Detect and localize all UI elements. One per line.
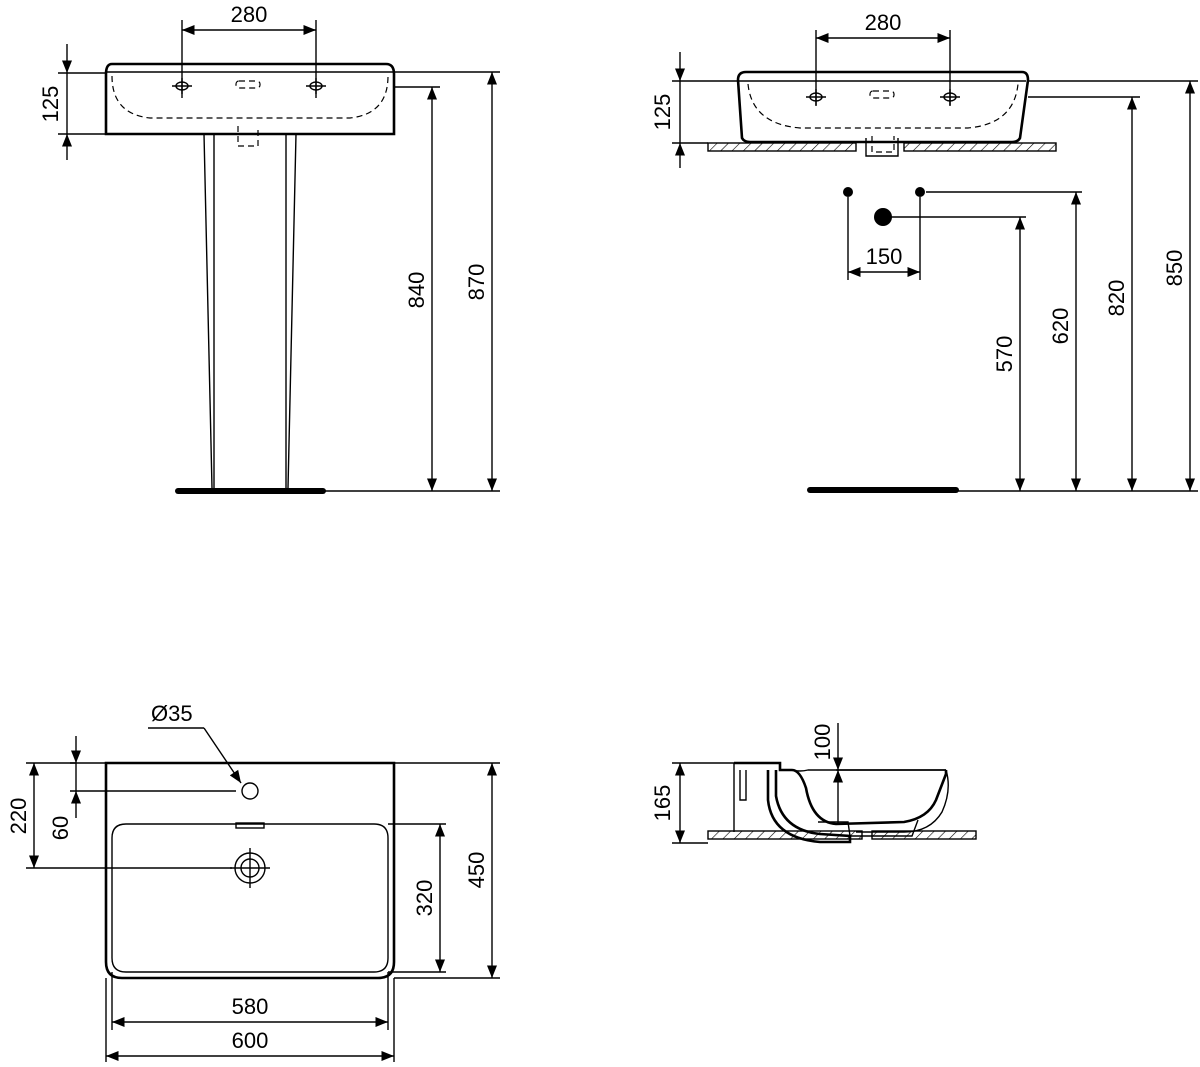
front-overflow-icon — [235, 80, 261, 89]
front-rim-height-label: 840 — [404, 272, 429, 309]
front-bowl-hidden-line — [111, 75, 389, 119]
front-basin-outline — [104, 62, 396, 136]
section-overall-height-label: 165 — [650, 785, 675, 822]
front-view: 280 125 840 870 — [38, 2, 500, 494]
left-supply-point-icon — [843, 187, 853, 197]
front-top-height-label: 870 — [464, 264, 489, 301]
countertop-right — [903, 142, 1057, 152]
wall-overflow-icon — [869, 90, 895, 99]
waste-outlet-point-icon — [874, 208, 892, 226]
plan-bowl-outline — [111, 823, 389, 973]
plan-waste-icon — [230, 848, 270, 888]
section-view: 100 165 — [650, 723, 977, 844]
wall-basin-outline — [736, 70, 1030, 144]
overall-width-label: 600 — [232, 1028, 269, 1053]
plan-tap-hole-icon — [241, 782, 259, 800]
waste-height-label: 570 — [992, 336, 1017, 373]
wall-rim-height-label: 820 — [1104, 280, 1129, 317]
waste-offset-label: 220 — [6, 798, 31, 835]
bowl-depth-label: 320 — [412, 880, 437, 917]
section-bowl-outline — [734, 761, 948, 826]
section-bowl-depth-label: 100 — [810, 724, 835, 761]
wall-top-height-label: 850 — [1162, 250, 1187, 287]
right-supply-point-icon — [915, 187, 925, 197]
plan-view: Ø35 60 220 320 450 580 600 — [6, 701, 500, 1062]
section-countertop-right — [871, 830, 977, 840]
tap-hole-offset-label: 60 — [48, 816, 73, 840]
overall-depth-label: 450 — [464, 852, 489, 889]
bowl-width-label: 580 — [232, 994, 269, 1019]
front-tap-spacing-label: 280 — [231, 2, 268, 27]
supply-spacing-label: 150 — [866, 244, 903, 269]
plan-overflow-icon — [235, 822, 265, 829]
section-countertop-left — [707, 830, 863, 840]
countertop-left — [707, 142, 857, 152]
supply-height-label: 620 — [1048, 308, 1073, 345]
plan-basin-outline — [104, 761, 396, 980]
wall-basin-height-label: 125 — [650, 94, 675, 131]
wall-tap-spacing-label: 280 — [865, 10, 902, 35]
wall-view: 150 280 125 570 620 820 850 — [650, 10, 1198, 493]
tap-hole-diameter-label: Ø35 — [151, 701, 193, 726]
front-basin-height-label: 125 — [38, 86, 63, 123]
